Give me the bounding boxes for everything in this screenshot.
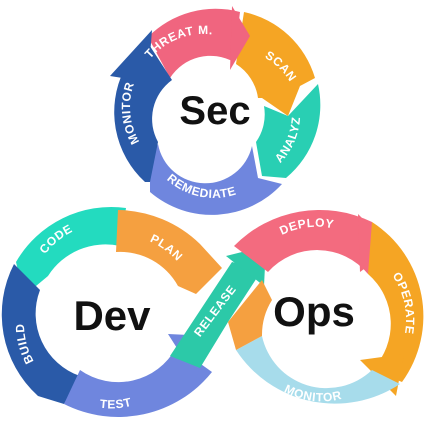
dev-segment-plan <box>116 210 222 294</box>
ops-center-label: Ops <box>273 288 355 335</box>
ops-label-monitor: MONITOR <box>282 382 343 405</box>
sec-segment-analyze <box>256 84 321 178</box>
ops-segment-monitor <box>236 336 400 404</box>
ops-segment-crossover <box>228 280 272 350</box>
sec-segment-scan <box>236 12 315 116</box>
sec-ring: THREAT M. SCAN ANALYZE REMEDIATE MONITOR… <box>0 0 321 215</box>
sec-segment-remediate <box>150 144 282 215</box>
release-segment <box>170 262 262 368</box>
dev-loop: CODE PLAN BUILD TEST Dev <box>1 207 222 418</box>
ops-segment-operate <box>368 222 424 382</box>
sec-arrow-threat <box>230 6 250 70</box>
sec-segment-threat-modeling <box>148 8 240 78</box>
ops-segment-deploy <box>234 210 384 274</box>
dev-segment-test <box>64 348 212 418</box>
dev-label-test: TEST <box>99 395 133 412</box>
ops-loop: DEPLOY OPERATE MONITOR Ops <box>228 210 424 405</box>
sec-center-label: Sec <box>179 89 250 133</box>
sec-arrow-monitor <box>110 30 152 82</box>
dev-segment-build <box>1 264 80 404</box>
dev-segment-code <box>16 207 126 296</box>
dev-center-label: Dev <box>73 292 151 339</box>
release-band: RELEASE <box>170 246 266 368</box>
